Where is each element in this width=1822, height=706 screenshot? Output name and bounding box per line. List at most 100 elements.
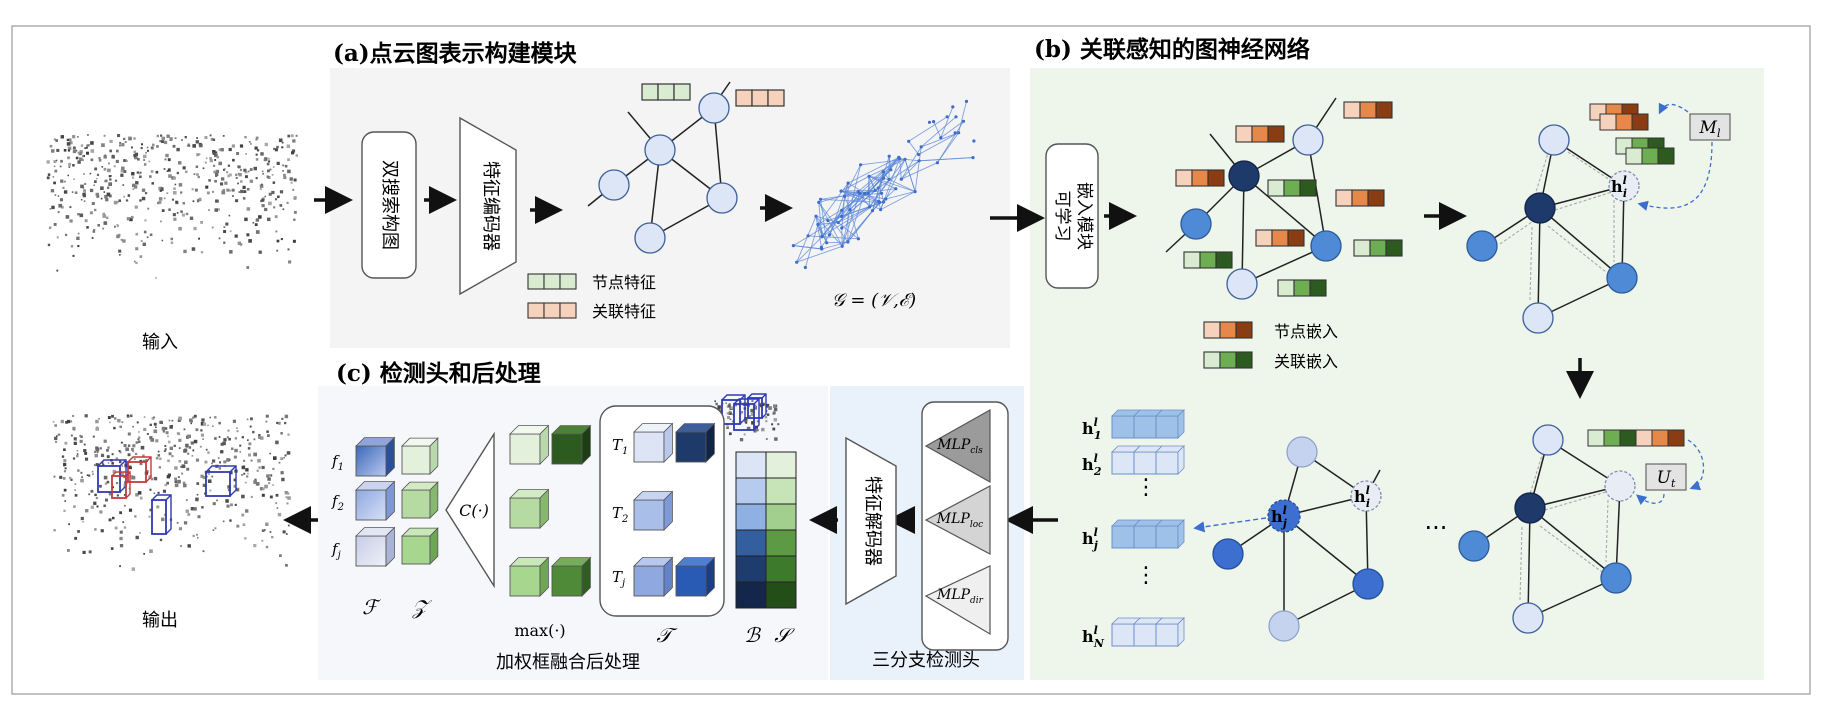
point: [236, 427, 238, 429]
message-strips: [1589, 103, 1675, 165]
point: [283, 176, 287, 180]
point: [190, 441, 194, 445]
mesh-edge: [933, 121, 942, 138]
vector-cell: [1111, 415, 1135, 439]
outer-frame: [11, 25, 1811, 695]
mesh-edge: [908, 141, 919, 155]
point: [228, 147, 232, 152]
point: [76, 454, 79, 458]
mesh-node: [899, 177, 903, 181]
point: [163, 197, 166, 200]
mlp-cls-label: MLPcls: [936, 437, 983, 456]
point: [214, 208, 218, 212]
point: [121, 143, 125, 147]
graph-node-mid: [1352, 568, 1384, 600]
point: [208, 209, 210, 211]
point: [218, 148, 222, 152]
mesh-edge: [885, 159, 906, 200]
point: [85, 509, 89, 513]
mesh-edge: [815, 216, 822, 248]
weighted-box-fusion-label: 加权框融合后处理: [496, 652, 640, 673]
point: [245, 175, 248, 179]
point: [173, 191, 177, 195]
mesh-node: [964, 99, 969, 103]
point: [231, 144, 235, 148]
mesh-node: [887, 154, 891, 158]
point: [77, 136, 79, 138]
mesh-node: [859, 163, 863, 167]
point: [119, 451, 122, 454]
point: [66, 142, 71, 146]
point: [254, 478, 257, 481]
point: [292, 139, 296, 143]
point: [167, 158, 171, 162]
point: [161, 517, 165, 522]
point: [236, 524, 240, 528]
mesh-node: [932, 120, 936, 124]
point: [98, 159, 102, 162]
point: [106, 455, 110, 459]
point: [204, 161, 207, 164]
point: [108, 194, 112, 198]
point: [269, 531, 272, 533]
point: [88, 550, 92, 554]
point: [244, 170, 248, 174]
mesh-node: [894, 187, 898, 191]
point: [51, 149, 55, 153]
point: [101, 166, 104, 168]
point: [115, 159, 119, 163]
point: [98, 418, 100, 420]
point: [130, 215, 134, 219]
point: [189, 418, 193, 422]
point: [238, 173, 242, 177]
point: [102, 227, 105, 230]
point: [156, 134, 159, 138]
point: [279, 554, 282, 557]
point: [246, 266, 250, 269]
point: [747, 415, 751, 419]
point: [274, 148, 278, 152]
box-cell: [735, 477, 767, 505]
point: [146, 146, 149, 149]
point: [212, 502, 216, 506]
point: [267, 169, 270, 173]
point: [95, 463, 99, 467]
mesh-edge: [796, 216, 817, 263]
trajectory-cube: [675, 565, 707, 597]
graph-sketch: [587, 81, 738, 254]
feature-set-symbol: ℱ: [362, 595, 381, 619]
point: [53, 165, 56, 168]
point: [74, 494, 78, 497]
point: [120, 238, 123, 241]
point: [79, 213, 84, 218]
point: [108, 492, 113, 496]
point: [199, 445, 202, 448]
point: [143, 230, 147, 234]
point: [239, 444, 242, 447]
trajectory-cube-side: [663, 490, 673, 531]
point: [235, 199, 239, 203]
max-cube-side: [539, 488, 549, 529]
feature-cubes: [355, 436, 439, 567]
point: [122, 184, 125, 186]
point: [163, 450, 166, 453]
point: [727, 416, 730, 419]
point: [204, 492, 206, 495]
point: [162, 489, 166, 493]
point: [148, 515, 151, 518]
point: [189, 216, 194, 220]
point: [193, 226, 197, 231]
point: [286, 144, 291, 148]
mesh-edge: [859, 171, 884, 194]
point: [151, 182, 154, 185]
point: [245, 468, 249, 472]
point: [153, 492, 156, 495]
point: [200, 433, 204, 437]
mesh-node: [935, 161, 940, 165]
mesh-node: [866, 191, 870, 195]
point: [222, 135, 225, 137]
point: [772, 427, 776, 431]
point: [115, 482, 119, 485]
point: [265, 522, 269, 526]
